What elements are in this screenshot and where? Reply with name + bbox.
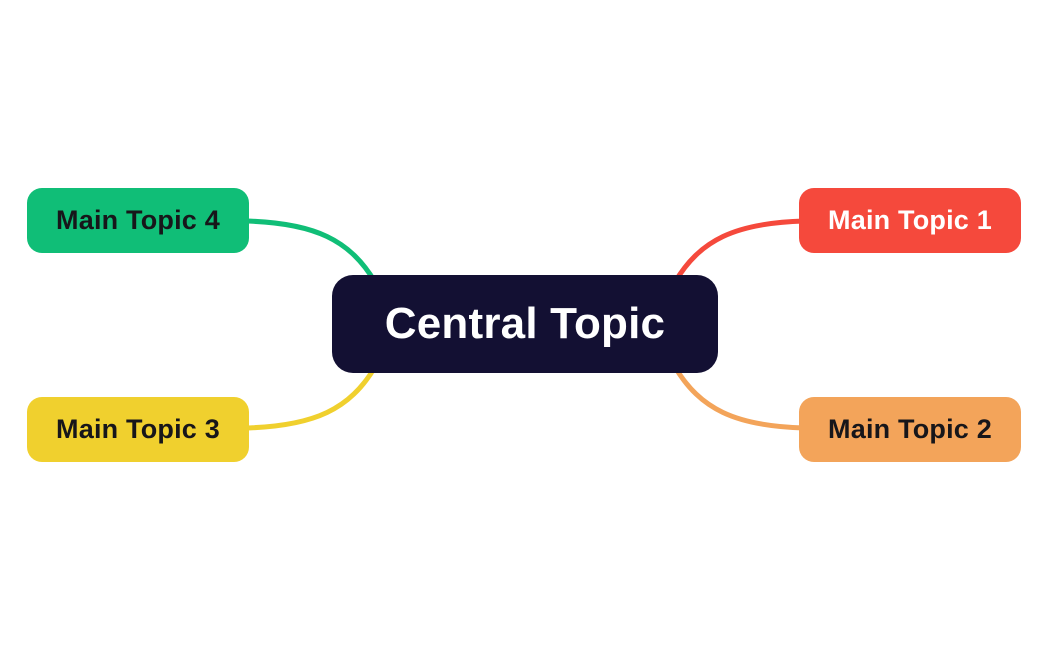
connector-central-to-main-topic-3 xyxy=(243,364,378,431)
central-topic-label: Central Topic xyxy=(384,299,666,348)
node-main-topic-3[interactable]: Main Topic 3 xyxy=(27,397,249,462)
node-main-topic-1[interactable]: Main Topic 1 xyxy=(799,188,1021,253)
main-topic-3-label: Main Topic 3 xyxy=(56,414,220,444)
central-topic-node[interactable]: Central Topic xyxy=(332,275,718,373)
main-topic-4-label: Main Topic 4 xyxy=(56,205,220,235)
main-topic-1-label: Main Topic 1 xyxy=(828,205,992,235)
main-topic-2-label: Main Topic 2 xyxy=(828,414,992,444)
node-main-topic-4[interactable]: Main Topic 4 xyxy=(27,188,249,253)
node-main-topic-2[interactable]: Main Topic 2 xyxy=(799,397,1021,462)
connector-central-to-main-topic-2 xyxy=(672,364,807,431)
connector-central-to-main-topic-1 xyxy=(672,218,807,285)
connector-central-to-main-topic-4 xyxy=(243,218,378,285)
